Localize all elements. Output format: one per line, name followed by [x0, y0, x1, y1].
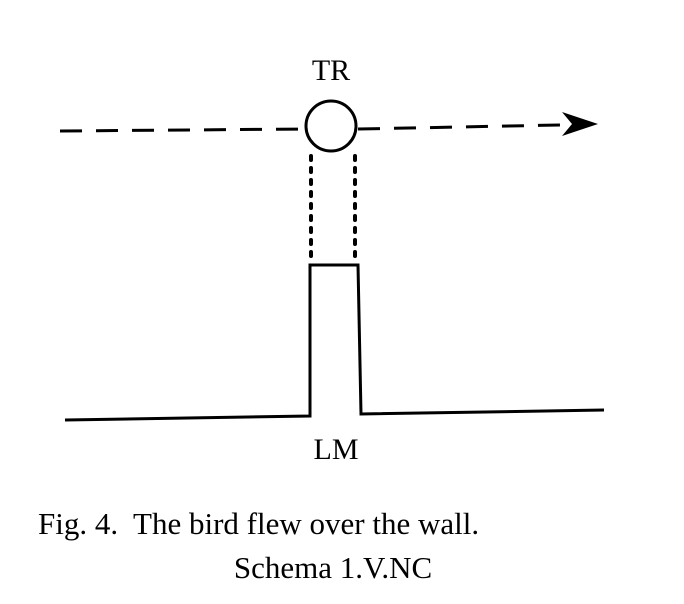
landmark-wall-outline [64, 263, 605, 422]
landmark-label: LM [314, 433, 359, 466]
caption-line-2: Schema 1.V.NC [234, 550, 432, 585]
trajectory-path-left [59, 127, 307, 133]
trajectory-arrowhead [562, 112, 598, 136]
trajectory-path-right [357, 123, 561, 131]
caption-line-1: Fig. 4. The bird flew over the wall. [38, 506, 479, 541]
trajector-circle [304, 99, 358, 153]
trajector-label: TR [312, 54, 350, 87]
